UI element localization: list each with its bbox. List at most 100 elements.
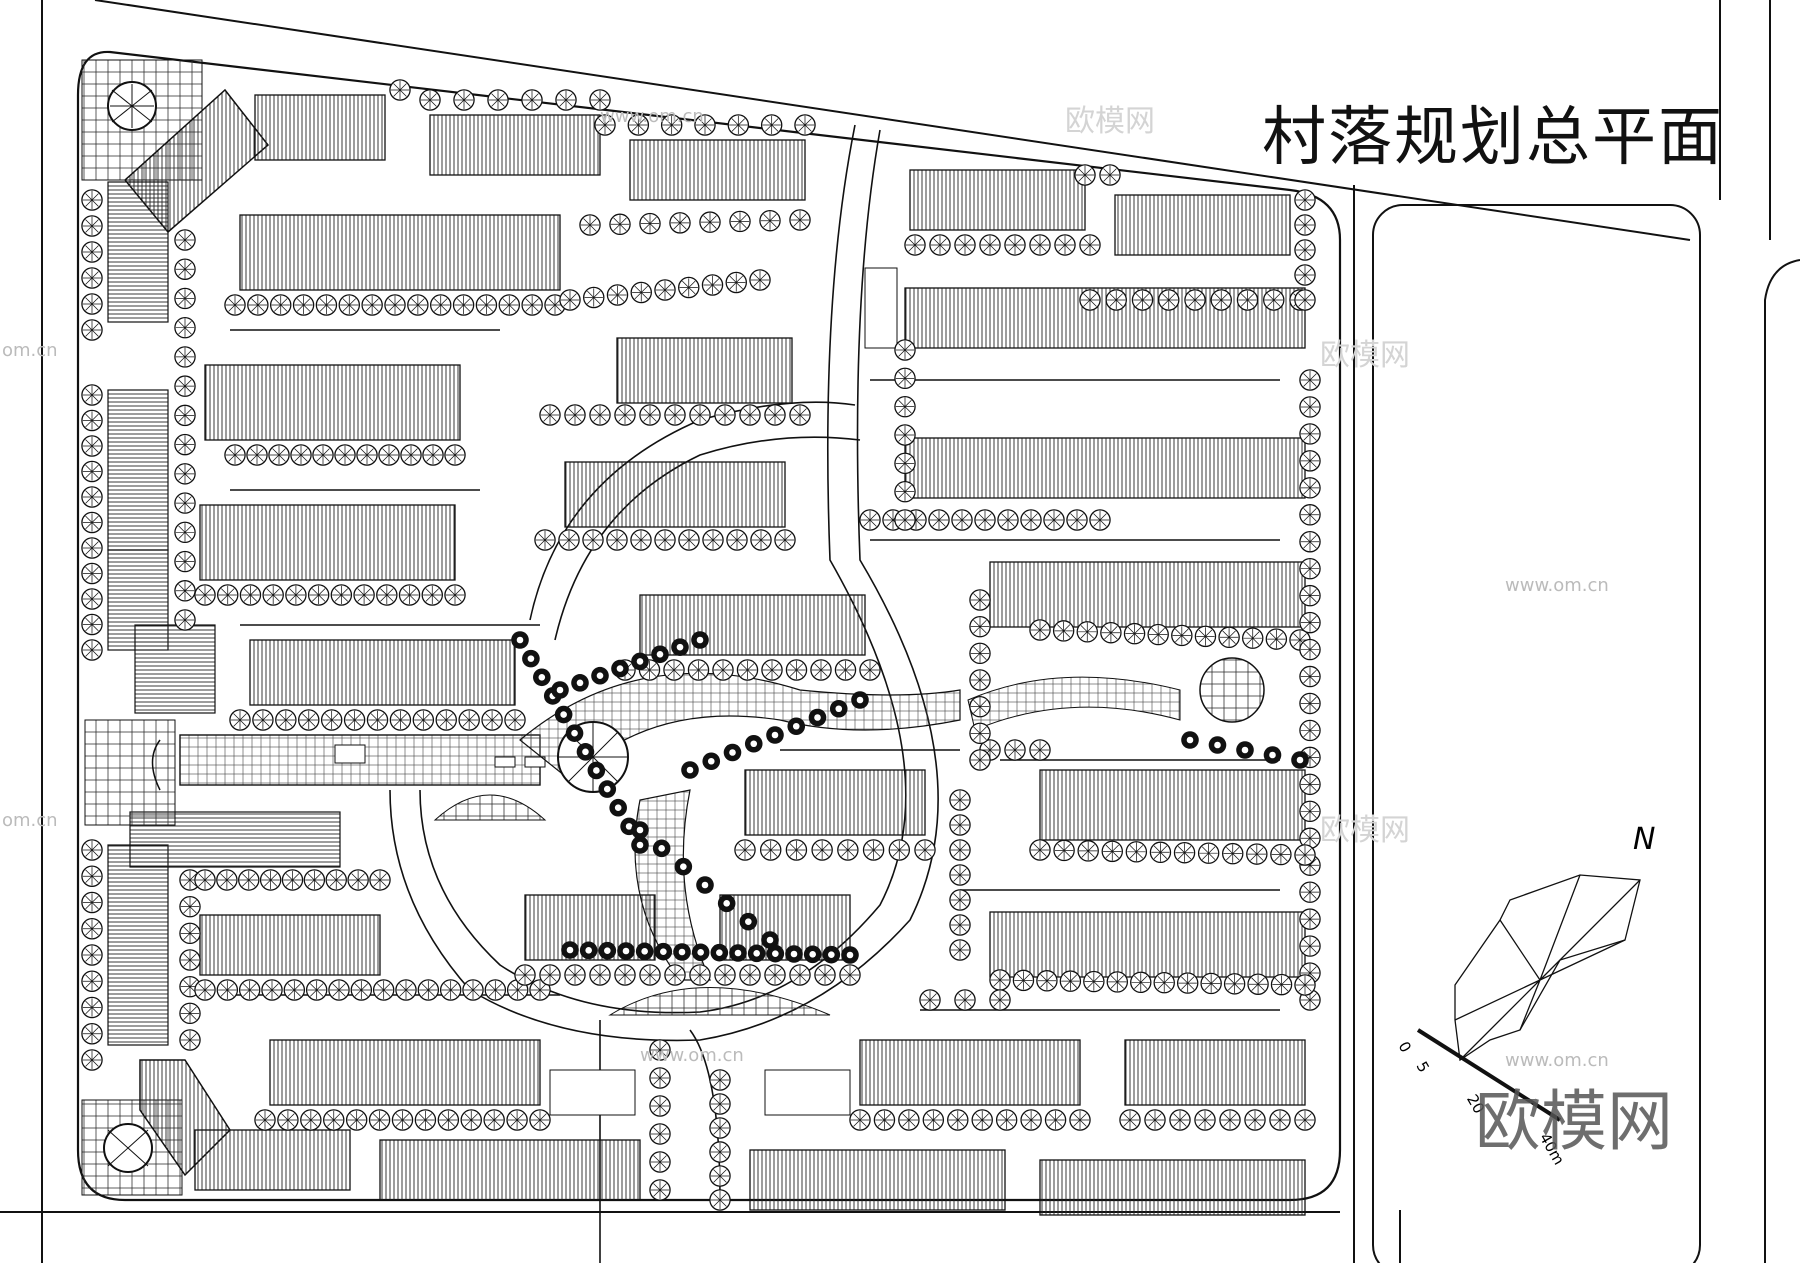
tree-icon — [389, 79, 411, 101]
tree-icon — [330, 584, 353, 606]
tree-icon — [81, 613, 103, 636]
tree-icon — [498, 294, 521, 316]
tree-icon — [81, 562, 103, 585]
tree-icon — [1119, 1109, 1141, 1131]
tree-icon — [229, 709, 251, 731]
tree-icon — [761, 659, 783, 681]
tree-icon — [729, 944, 747, 962]
tree-icon — [174, 258, 196, 280]
tree-icon — [533, 668, 551, 687]
central-plaza — [433, 657, 1265, 1016]
tree-icon — [696, 876, 714, 894]
tree-icon — [995, 1109, 1018, 1131]
tree-icon — [969, 749, 991, 771]
tree-icon — [1299, 557, 1321, 580]
tree-icon — [651, 645, 669, 664]
tree-icon — [1153, 971, 1175, 994]
tree-icon — [277, 1109, 299, 1131]
tree-icon — [1218, 626, 1240, 648]
tree-icon — [663, 659, 685, 681]
tree-icon — [194, 584, 216, 606]
tree-icon — [259, 869, 282, 891]
brand-watermark-faint: 欧模网 — [1065, 104, 1155, 139]
tree-icon — [1036, 970, 1058, 992]
tree-icon — [1004, 739, 1026, 761]
tree-icon — [1246, 843, 1268, 865]
tree-icon — [582, 529, 604, 551]
tree-icon — [714, 964, 736, 986]
tree-icon — [1029, 739, 1051, 761]
tree-icon — [1076, 621, 1098, 643]
tree-icon — [785, 839, 808, 861]
url-watermark: www.om.cn — [1505, 1050, 1609, 1071]
tree-icon — [671, 638, 689, 656]
tree-icon — [1020, 509, 1042, 531]
tree-icon — [1242, 627, 1264, 649]
tree-icon — [810, 659, 832, 681]
tree-icon — [1294, 289, 1316, 311]
tree-icon — [174, 609, 196, 631]
tree-icon — [262, 584, 284, 606]
tree-icon — [300, 1109, 322, 1131]
tree-icon — [709, 1141, 731, 1163]
tree-icon — [709, 1093, 731, 1115]
west-edge-houses — [107, 181, 341, 1046]
tree-icon — [639, 404, 661, 426]
tree-icon — [1294, 264, 1316, 286]
tree-icon — [1131, 289, 1154, 311]
tree-icon — [1194, 625, 1217, 648]
tree-icon — [1294, 974, 1316, 996]
tree-icon — [1291, 751, 1309, 769]
tree-icon — [422, 444, 444, 466]
tree-icon — [179, 1029, 201, 1051]
tree-icon — [709, 1069, 731, 1091]
tree-icon — [702, 529, 724, 551]
tree-icon — [174, 433, 196, 456]
tree-icon — [81, 409, 103, 432]
north-label: N — [1633, 822, 1656, 857]
tree-icon — [649, 1095, 671, 1117]
tree-icon — [1247, 973, 1269, 995]
url-watermark-left: om.cn — [2, 340, 58, 361]
tree-icon — [1020, 1109, 1042, 1131]
tree-icon — [583, 286, 605, 309]
tree-icon — [238, 869, 260, 891]
tree-icon — [1299, 935, 1321, 957]
tree-icon — [1105, 289, 1127, 311]
tree-icon — [727, 114, 750, 136]
tree-icon — [452, 294, 475, 316]
tree-icon — [759, 839, 782, 861]
tree-icon — [723, 743, 742, 762]
tree-icon — [725, 271, 747, 294]
tree-icon — [81, 865, 103, 887]
tree-icon — [904, 234, 926, 256]
tree-icon — [894, 509, 916, 531]
tree-icon — [458, 709, 480, 731]
tree-icon — [789, 404, 811, 426]
tree-icon — [1077, 840, 1099, 862]
tree-icon — [460, 1109, 482, 1131]
tree-icon — [283, 979, 306, 1001]
url-watermark: www.om.cn — [600, 106, 704, 127]
tree-icon — [894, 367, 916, 390]
tree-icon — [859, 659, 881, 681]
tree-icon — [290, 444, 312, 466]
tree-icon — [822, 945, 841, 964]
tree-icon — [555, 89, 577, 111]
tree-icon — [829, 699, 848, 718]
tree-icon — [320, 709, 343, 731]
tree-icon — [174, 550, 196, 573]
tree-icon — [678, 529, 700, 551]
tree-icon — [747, 944, 766, 963]
tree-icon — [174, 316, 196, 339]
tree-icon — [1043, 509, 1065, 531]
tree-icon — [435, 709, 457, 731]
tree-icon — [689, 404, 711, 426]
north-arrow-icon — [1454, 874, 1641, 1062]
tree-icon — [558, 529, 580, 551]
tree-icon — [1101, 840, 1123, 863]
url-watermark: www.om.cn — [640, 1045, 744, 1066]
tree-icon — [674, 857, 693, 876]
tree-icon — [395, 979, 417, 1001]
tree-icon — [749, 269, 771, 291]
